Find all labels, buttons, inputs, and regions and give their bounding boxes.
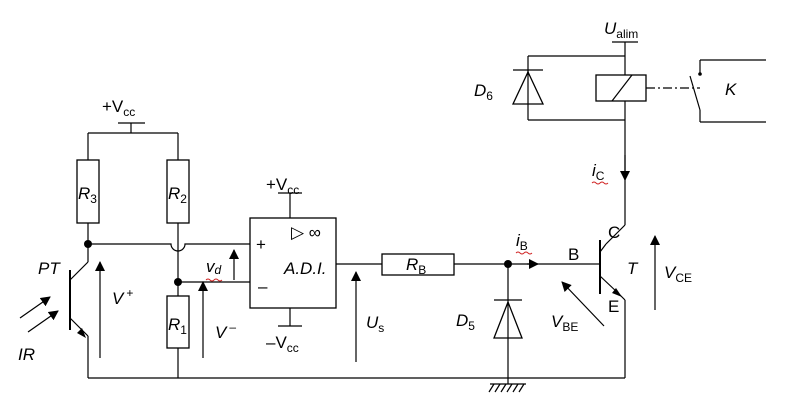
resistor-r3 [76,159,100,224]
label-ir: IR [18,345,35,364]
junction-dot-vplus [84,240,92,248]
relay-coil [595,74,700,102]
transistor-t [590,240,622,297]
label-vcc-adi: +Vcc [266,175,299,197]
label-minus-input: – [258,277,268,296]
label-r1: R1 [168,315,187,337]
resistor-r1 [166,295,190,349]
junction-dot-vminus [174,278,182,286]
label-adi: A.D.I. [283,259,327,278]
label-vcc-neg: –Vcc [266,333,299,355]
label-vce: VCE [664,263,692,285]
label-d5: D5 [456,311,475,333]
label-ib: iB [516,231,528,253]
label-r2: R2 [168,184,187,206]
diode-d5 [493,299,523,339]
resistor-rb [381,253,455,276]
resistor-r2 [166,159,190,224]
label-rb: RB [406,255,426,277]
junction-dot-base [504,260,512,268]
diode-d6 [511,69,545,105]
spellcheck-underline-ib [515,251,533,255]
relay-contact-k [689,72,702,111]
wiring [69,41,766,393]
label-ic: iC [592,161,605,183]
label-d6: D6 [474,81,493,103]
label-k: K [725,80,737,99]
spellcheck-underline-vd [205,278,223,282]
label-vminus: V– [215,320,236,342]
label-vd: vd [206,257,222,277]
label-pt: PT [38,259,61,278]
label-r3: R3 [78,184,97,206]
spellcheck-underline-ic [591,181,609,185]
op-amp-adi [249,217,337,309]
voltage-arrows [95,155,660,362]
label-t: T [627,259,639,278]
label-us: Us [366,313,384,335]
label-b: B [568,245,579,264]
label-opamp-symbol: ▷ ∞ [291,223,321,242]
label-c: C [608,223,620,242]
phototransistor-pt [19,270,86,338]
label-ualim: Ualim [604,19,638,41]
label-vplus: V+ [112,286,133,308]
label-e: E [608,297,619,316]
label-plus-input: + [256,235,266,254]
label-vbe: VBE [551,312,578,334]
label-vcc-top: +Vcc [102,97,135,119]
